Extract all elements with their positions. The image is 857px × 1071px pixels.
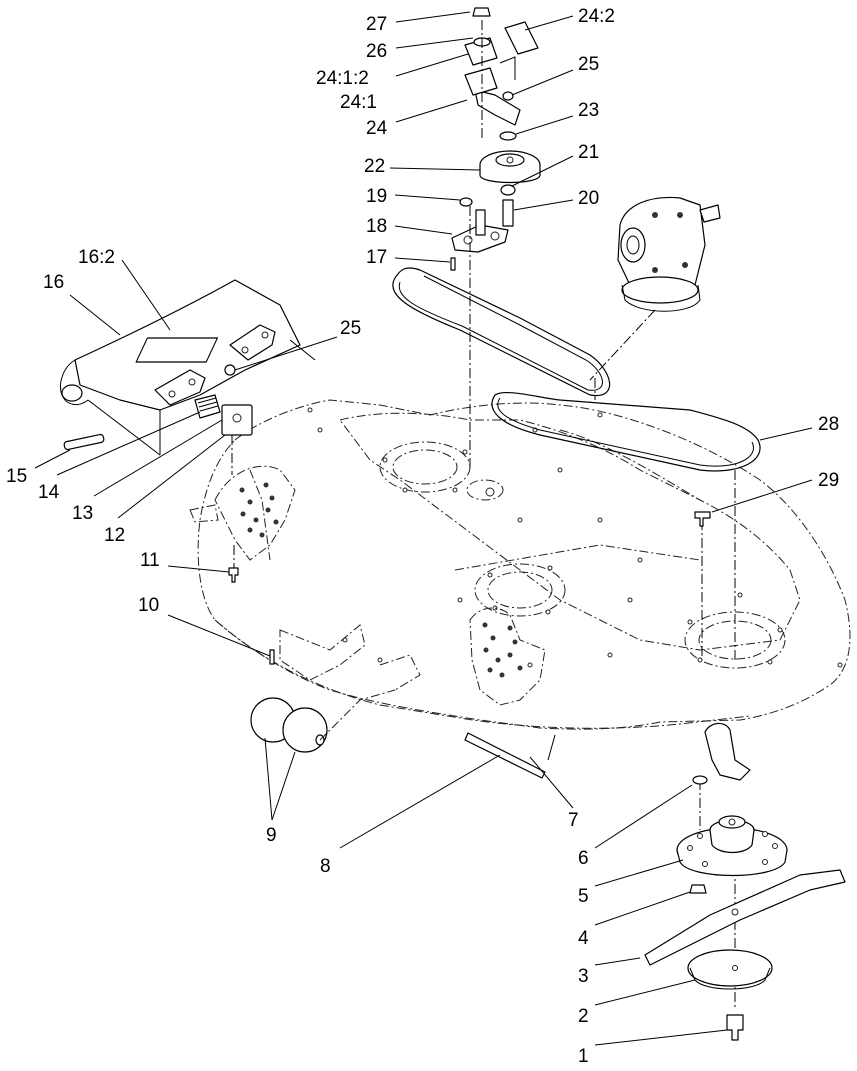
idler-pivot-arm [704, 722, 751, 781]
drive-belt [392, 267, 761, 472]
callout-24-1-2: 24:1:2 [316, 68, 369, 89]
callout-16: 16 [43, 272, 64, 293]
blade-bolt [726, 1014, 744, 1041]
callout-25-top: 25 [578, 54, 599, 75]
spacer-20 [502, 199, 514, 227]
anti-scalp-cup [687, 949, 773, 987]
washer-6 [692, 775, 708, 785]
callout-18: 18 [366, 216, 387, 237]
callout-26: 26 [366, 41, 387, 62]
callout-25-left: 25 [340, 318, 361, 339]
callout-1: 1 [578, 1046, 589, 1067]
callout-8: 8 [320, 856, 331, 877]
callout-10: 10 [138, 595, 159, 616]
idler-assembly [450, 7, 541, 470]
deck-baffle-left [189, 465, 296, 561]
decal-24-2 [504, 21, 539, 55]
callout-15: 15 [6, 466, 27, 487]
roller-axle [464, 732, 546, 779]
deck-holes [307, 407, 843, 668]
callout-27: 27 [366, 14, 387, 35]
nut-25 [224, 364, 236, 376]
hinge-spring-assembly [63, 364, 253, 475]
callout-11: 11 [140, 550, 160, 571]
torsion-spring [194, 394, 221, 419]
callout-16-2: 16:2 [78, 247, 115, 268]
idler-bracket [474, 89, 521, 126]
callout-12: 12 [104, 525, 125, 546]
idler-arm-post [475, 209, 486, 236]
gearbox [589, 196, 721, 381]
mower-blade [644, 869, 846, 966]
deck-baffle-center [469, 607, 546, 706]
callout-7: 7 [568, 810, 579, 831]
belt-cover-decal [135, 337, 219, 363]
leader-lines [34, 11, 813, 1046]
callout-24: 24 [366, 118, 388, 139]
callout-20: 20 [578, 188, 599, 209]
bolt-25 [502, 91, 514, 101]
anti-scalp-rollers [228, 545, 556, 779]
mower-deck-housing [197, 399, 851, 730]
callout-14: 14 [38, 482, 60, 503]
pin-10 [269, 649, 275, 665]
callout-9: 9 [266, 825, 277, 846]
hinge-pin [63, 433, 105, 451]
callout-2: 2 [578, 1006, 589, 1027]
callout-19: 19 [366, 186, 387, 207]
callout-labels: 27 26 24:1:2 24:1 24 24:2 25 23 21 20 22… [6, 6, 839, 1067]
nut-27 [472, 7, 491, 17]
washer-23 [499, 131, 517, 141]
bolt-11 [228, 567, 239, 583]
callout-23: 23 [578, 100, 599, 121]
callout-17: 17 [366, 247, 387, 268]
callout-22: 22 [364, 156, 385, 177]
nut-4 [689, 884, 707, 894]
callout-3: 3 [578, 966, 589, 987]
bolt-19 [459, 197, 473, 207]
spindle-assembly [644, 470, 846, 1041]
callout-24-2: 24:2 [578, 6, 615, 27]
callout-4: 4 [578, 928, 589, 949]
callout-6: 6 [578, 848, 589, 869]
callout-29: 29 [818, 470, 839, 491]
bracket-block-24-1 [464, 67, 498, 96]
bushing-21 [500, 184, 516, 196]
callout-28: 28 [818, 414, 839, 435]
callout-13: 13 [72, 503, 93, 524]
callout-24-1: 24:1 [340, 92, 377, 113]
cotter-pin [450, 257, 456, 271]
belt-cover [60, 279, 316, 456]
callout-21: 21 [578, 142, 599, 163]
carriage-bolt-29 [694, 511, 711, 527]
callout-5: 5 [578, 886, 589, 907]
